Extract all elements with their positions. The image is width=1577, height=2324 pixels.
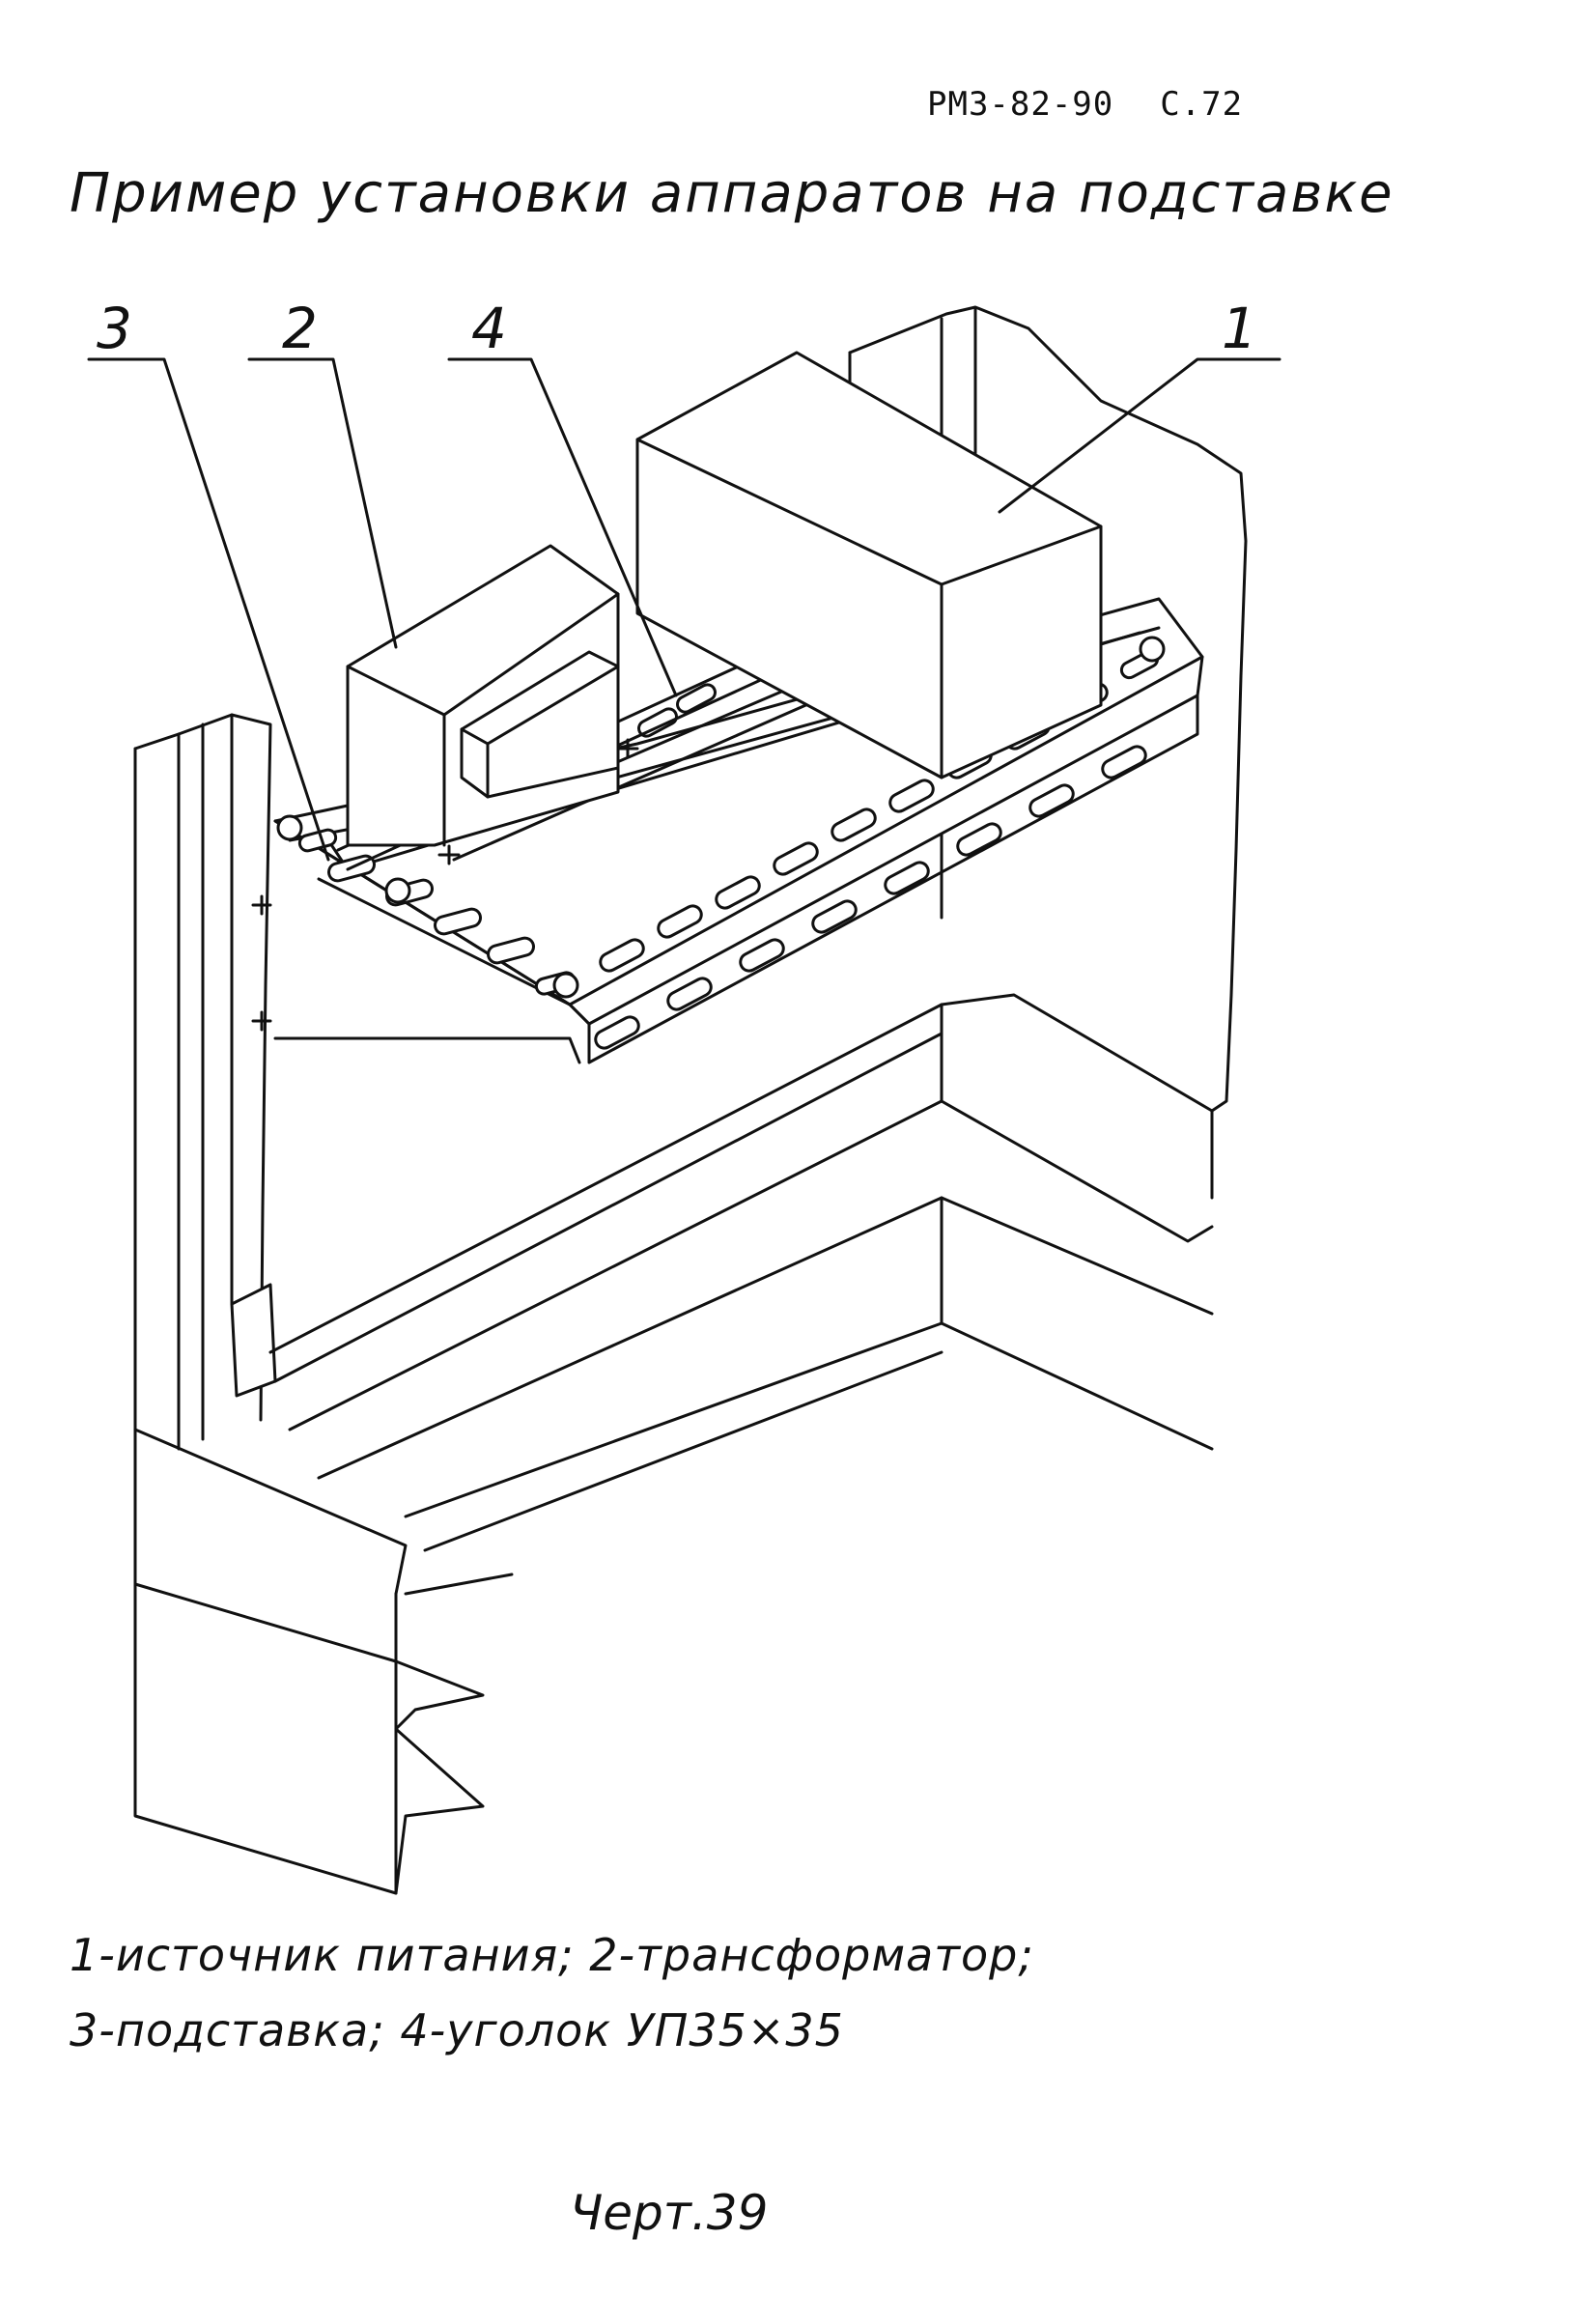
mounting-marks [251, 636, 1166, 1032]
power-source [635, 351, 1103, 779]
base-plinth [133, 993, 1214, 1895]
page-number: С.72 [1160, 85, 1244, 124]
legend-line-2: 3-подставка; 4-уголок УП35×35 [70, 2004, 844, 2056]
page-header: РМЗ-82-90 С.72 [927, 85, 1289, 124]
callout-4: 4 [471, 296, 507, 361]
callout-1: 1 [1222, 296, 1257, 361]
legend-line-1: 1-источник питания; 2-трансформатор; [70, 1929, 1034, 1981]
transformer [346, 544, 620, 847]
legend: 1-источник питания; 2-трансформатор; 3-п… [70, 1917, 1034, 2068]
leader-lines [87, 357, 1281, 862]
drawing-title: Пример установки аппаратов на подставке [70, 162, 1394, 225]
callout-2: 2 [282, 296, 318, 361]
document-code: РМЗ-82-90 [927, 85, 1114, 124]
left-post [133, 713, 277, 1451]
figure-caption: Черт.39 [570, 2185, 769, 2241]
callout-3: 3 [97, 296, 132, 361]
